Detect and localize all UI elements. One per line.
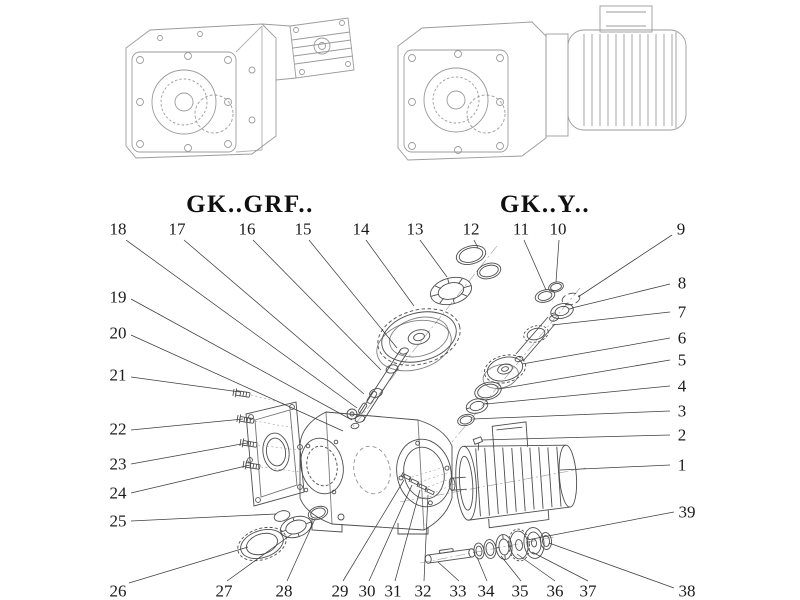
callout-25: 25 [109,511,127,531]
ring-25 [273,510,291,522]
key-18 [358,402,368,414]
callout-36: 36 [546,581,564,600]
callout-15: 15 [294,219,312,239]
callout-20: 20 [109,323,127,343]
callout-17: 17 [168,219,186,239]
axis-lines [351,245,587,564]
sketch-gk-grf [125,17,355,159]
washer-34 [473,542,485,560]
ring-3 [457,413,475,427]
callout-21: 21 [109,365,127,385]
callout-4: 4 [677,376,687,396]
callout-33: 33 [449,581,467,600]
key-17 [366,390,378,404]
screw-guides [250,394,301,473]
callout-14: 14 [352,219,370,239]
model-label-gk-y: GK..Y.. [499,191,591,218]
gear-37 [507,528,531,562]
callout-24: 24 [109,483,127,503]
screw-23 [239,438,258,448]
callout-10: 10 [549,219,567,239]
ring-12a [455,245,487,265]
callout-12: 12 [462,219,480,239]
callout-16: 16 [238,219,256,239]
callout-5: 5 [677,350,687,370]
callout-30: 30 [358,581,376,600]
callout-22: 22 [109,419,127,439]
callout-1: 1 [677,455,687,475]
callout-28: 28 [275,581,293,600]
model-label-gk-grf: GK..GRF.. [186,191,314,218]
bearing-36 [495,534,513,560]
motor [448,421,578,529]
bearing-13 [429,276,473,306]
callout-2: 2 [677,425,687,445]
callout-6: 6 [677,328,687,348]
flange-plate [245,401,305,507]
sketch-gk-y [397,5,687,161]
callout-38: 38 [678,581,696,600]
screw-22 [236,414,255,424]
exploded-view [232,245,581,564]
bearing-8 [550,302,574,320]
stud-bolts-29-32 [400,465,455,496]
ring-28 [307,505,329,521]
vent-screw-2 [472,436,484,451]
ring-12b [476,262,502,280]
callout-32: 32 [414,581,432,600]
callout-18: 18 [109,219,127,239]
callout-3: 3 [677,401,687,421]
gear-14 [376,308,461,372]
callout-7: 7 [677,302,687,322]
callout-26: 26 [109,581,127,600]
callout-39: 39 [678,502,696,522]
callout-37: 37 [579,581,597,600]
callout-13: 13 [406,219,424,239]
spacer-35 [483,539,497,559]
callout-8: 8 [677,273,687,293]
shaft-15 [350,347,409,430]
nut-39 [540,532,552,550]
bearing-27 [280,515,312,539]
ring-10 [548,281,564,293]
circlip-9 [561,292,581,306]
pinion-shaft-7 [514,314,559,363]
ring-5 [474,381,502,401]
screw-21 [232,388,251,398]
bearing-4 [465,398,489,414]
leader-lines [125,234,675,589]
callout-9: 9 [676,219,686,239]
callout-27: 27 [215,581,233,600]
callout-35: 35 [511,581,529,600]
output-shaft-33 [424,548,476,564]
callout-11: 11 [512,219,530,239]
callout-19: 19 [109,287,127,307]
callout-29: 29 [331,581,349,600]
ring-11 [534,289,556,303]
callout-31: 31 [384,581,402,600]
housing [299,408,453,535]
callout-34: 34 [477,581,495,600]
callout-23: 23 [109,454,127,474]
toothed-ring-26 [237,526,287,562]
